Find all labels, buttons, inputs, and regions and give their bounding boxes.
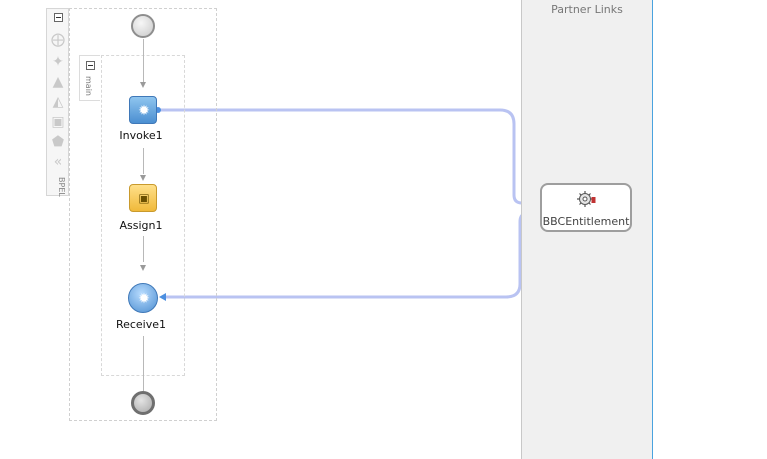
partner-links-lane: Partner Links BBCEntitlement bbox=[521, 0, 653, 459]
sequence-line bbox=[143, 148, 144, 174]
process-scope bbox=[69, 8, 217, 421]
receive-label: Receive1 bbox=[115, 318, 167, 331]
sequence-arrow bbox=[140, 82, 146, 88]
partner-link-label: BBCEntitlement bbox=[542, 215, 630, 228]
sequence-arrow bbox=[140, 265, 146, 271]
triangle-icon[interactable]: ◭ bbox=[52, 94, 64, 110]
assign-label: Assign1 bbox=[119, 219, 163, 232]
warning-icon[interactable]: ▲ bbox=[52, 74, 64, 90]
receive-activity[interactable]: ✹ bbox=[128, 283, 158, 313]
main-collapse-icon[interactable] bbox=[86, 61, 95, 70]
sequence-line bbox=[143, 236, 144, 262]
assign-icon: ▣ bbox=[138, 191, 150, 205]
double-arrow-left-icon[interactable]: « bbox=[53, 154, 63, 170]
assign-activity[interactable]: ▣ bbox=[129, 184, 157, 212]
start-event[interactable] bbox=[131, 14, 155, 38]
main-scope-label: main bbox=[84, 76, 93, 96]
sequence-line bbox=[143, 336, 144, 391]
gear-icon: ✹ bbox=[138, 103, 150, 119]
partner-link-to-receive bbox=[166, 212, 538, 299]
bpel-palette: ⨁ ✦ ▲ ◭ ▣ ⬟ « BPEL bbox=[46, 8, 69, 197]
invoke-label: Invoke1 bbox=[119, 129, 163, 142]
scope-icon[interactable]: ⬟ bbox=[51, 134, 65, 150]
end-event[interactable] bbox=[131, 391, 155, 415]
main-scope-tab[interactable]: main bbox=[79, 55, 100, 101]
sequence-arrow bbox=[140, 175, 146, 181]
sequence-line bbox=[143, 39, 144, 83]
invoke-activity[interactable]: ✹ bbox=[129, 96, 157, 124]
variable-icon[interactable]: ⨁ bbox=[51, 32, 65, 48]
gear-service-icon bbox=[577, 191, 596, 207]
bbcentitlement-partner-link[interactable]: BBCEntitlement bbox=[540, 183, 632, 232]
gear-icon: ✹ bbox=[138, 291, 150, 307]
shield-icon[interactable]: ▣ bbox=[51, 114, 65, 130]
partner-links-title: Partner Links bbox=[551, 3, 623, 16]
gear-icon[interactable]: ✦ bbox=[52, 54, 64, 70]
collapse-icon[interactable] bbox=[54, 13, 63, 22]
palette-label: BPEL bbox=[57, 177, 66, 197]
